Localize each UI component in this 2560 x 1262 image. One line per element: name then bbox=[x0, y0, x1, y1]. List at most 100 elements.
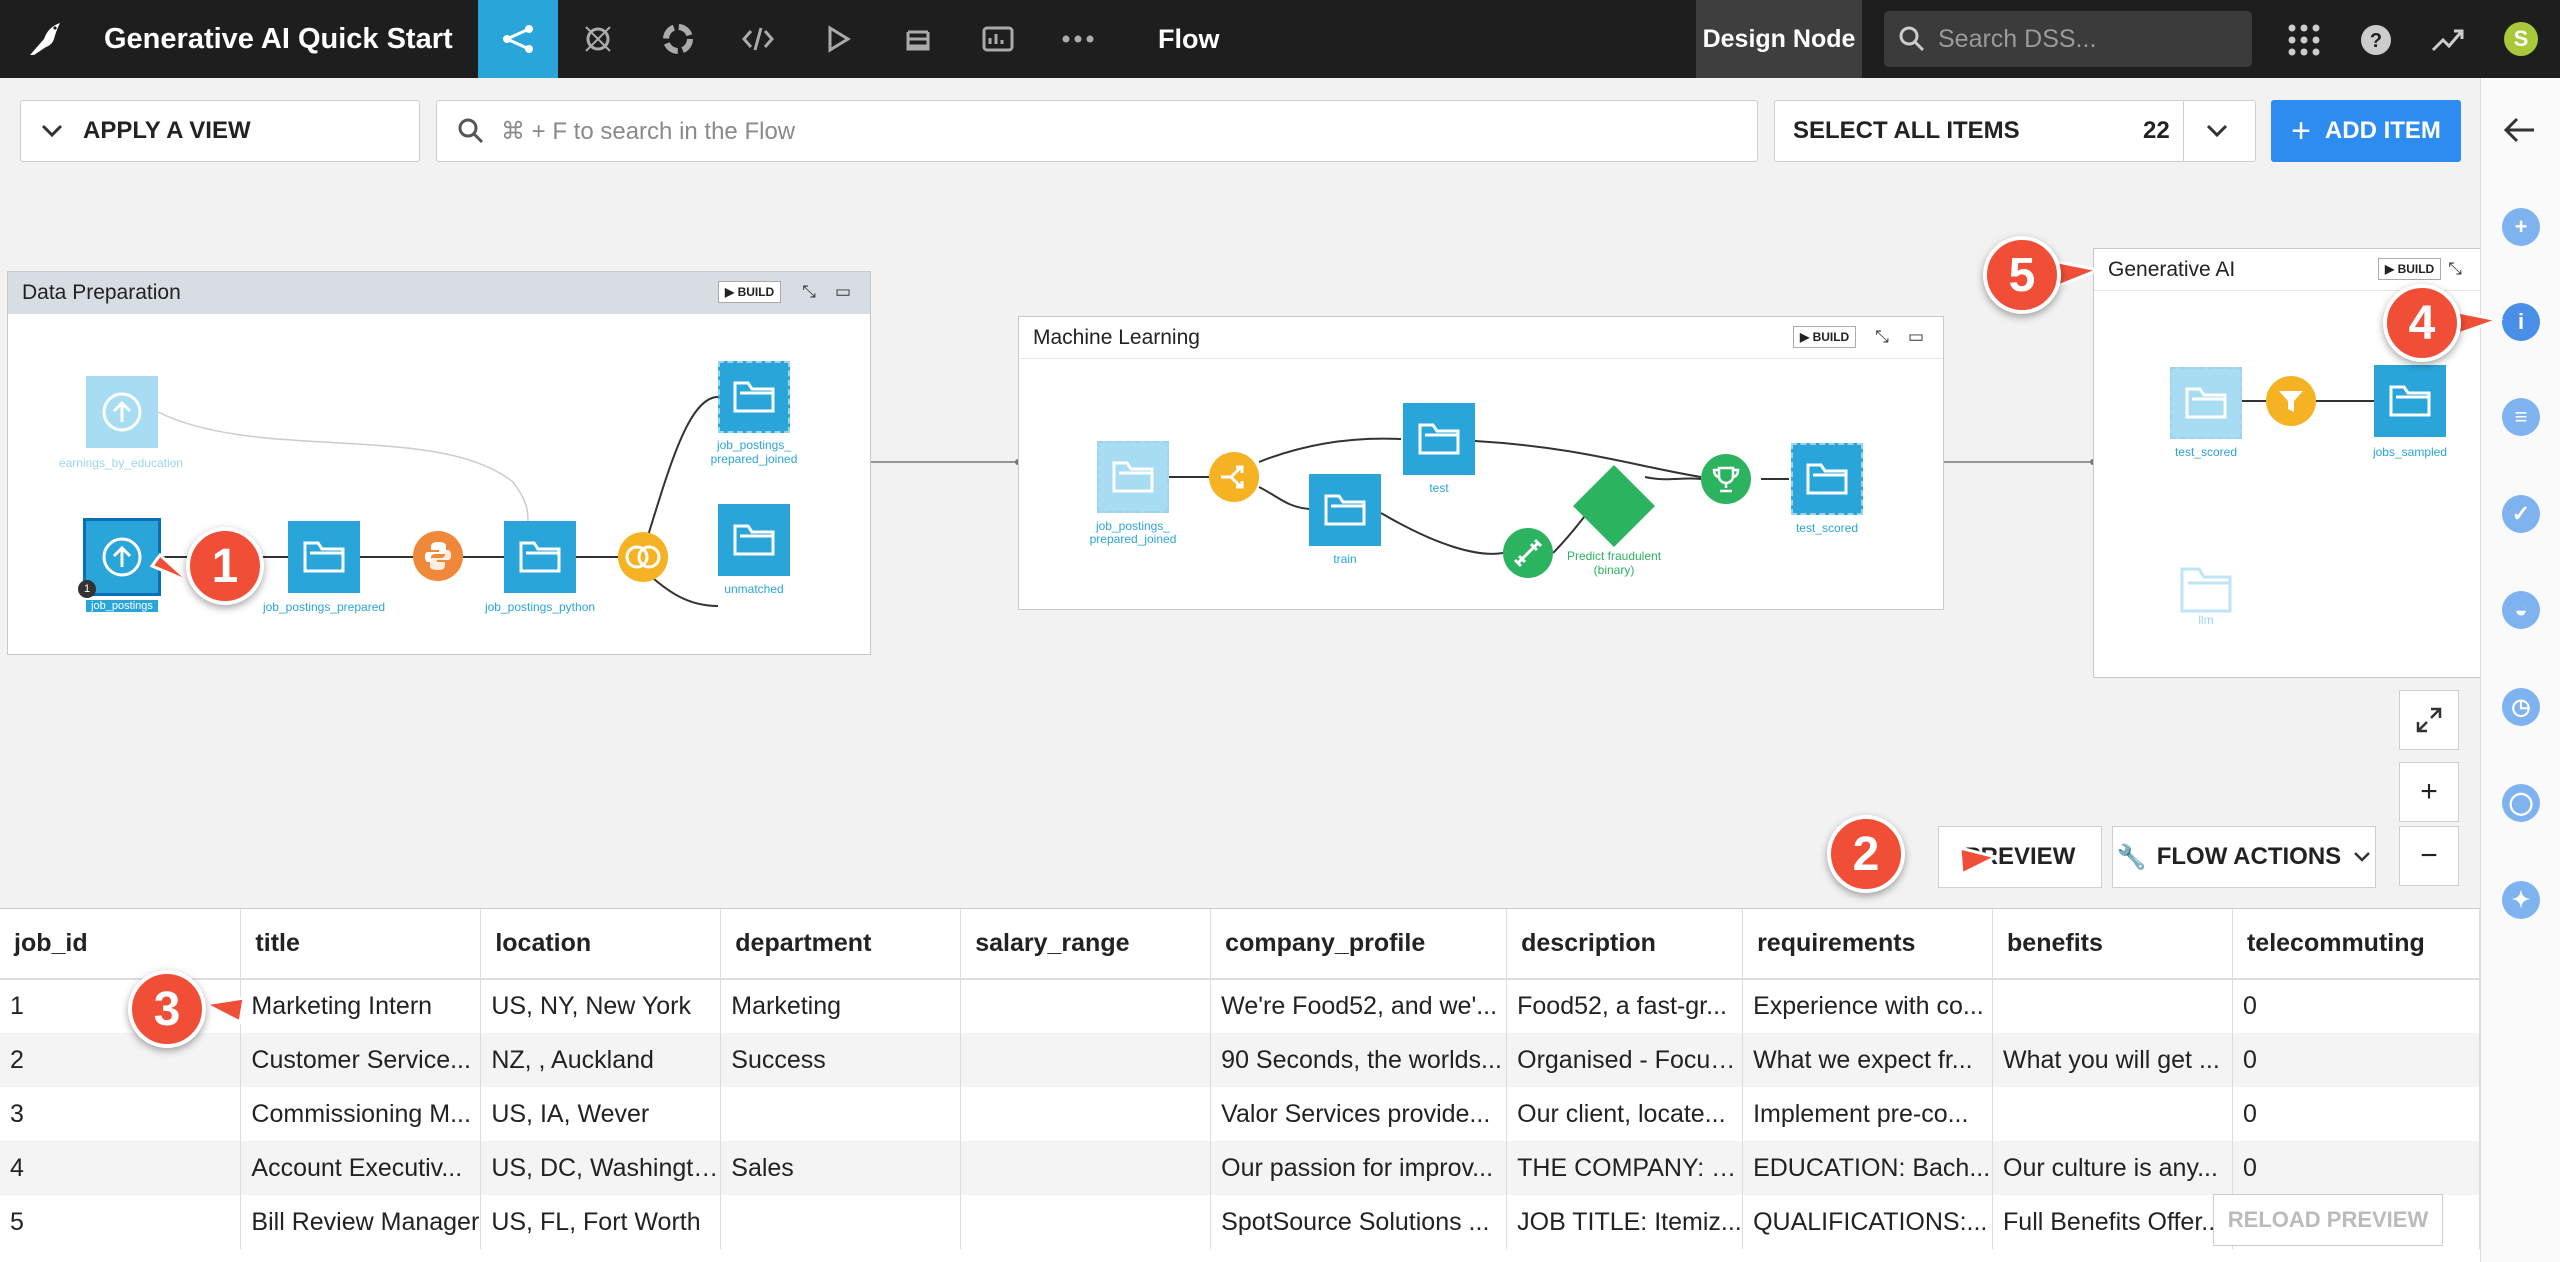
flow-actions-button[interactable]: 🔧 FLOW ACTIONS bbox=[2112, 826, 2376, 888]
ai-sparkle-icon[interactable]: ✦ bbox=[2502, 881, 2540, 919]
dataset-job-postings-prepared-joined[interactable] bbox=[1097, 441, 1169, 513]
table-cell[interactable]: Full Benefits Offer... bbox=[1992, 1195, 2233, 1249]
python-recipe-icon[interactable] bbox=[413, 531, 463, 581]
table-cell[interactable]: 0 bbox=[2232, 1141, 2481, 1195]
score-recipe-trophy-icon[interactable] bbox=[1701, 454, 1751, 504]
table-cell[interactable]: 0 bbox=[2232, 1033, 2481, 1087]
dataset-test[interactable] bbox=[1403, 403, 1475, 475]
train-recipe-icon[interactable] bbox=[1503, 528, 1553, 578]
flow-icon[interactable] bbox=[478, 0, 558, 78]
design-node-label[interactable]: Design Node bbox=[1696, 0, 1862, 78]
table-cell[interactable]: THE COMPANY: E... bbox=[1506, 1141, 1744, 1195]
table-cell[interactable]: Commissioning M... bbox=[240, 1087, 482, 1141]
maximize-icon[interactable]: ▭ bbox=[834, 282, 852, 301]
fit-screen-icon[interactable] bbox=[2399, 690, 2459, 750]
dataset-test-scored[interactable] bbox=[2170, 367, 2242, 439]
global-search-input[interactable]: Search DSS... bbox=[1884, 11, 2252, 67]
zoom-in-button[interactable]: + bbox=[2399, 762, 2459, 822]
collapse-icon[interactable]: ⤡ bbox=[1875, 327, 1889, 346]
table-cell[interactable]: Our passion for improv... bbox=[1210, 1141, 1508, 1195]
table-cell[interactable]: NZ, , Auckland bbox=[480, 1033, 722, 1087]
table-cell[interactable]: 0 bbox=[2232, 1087, 2481, 1141]
join-recipe-icon[interactable] bbox=[618, 532, 668, 582]
table-cell[interactable] bbox=[1992, 1087, 2233, 1141]
column-header[interactable]: company_profile bbox=[1210, 909, 1508, 980]
datasets-icon[interactable] bbox=[878, 0, 958, 78]
preview-button[interactable]: PREVIEW bbox=[1938, 826, 2102, 888]
table-cell[interactable] bbox=[960, 1087, 1212, 1141]
collapse-icon[interactable]: ⤡ bbox=[2448, 259, 2462, 278]
table-cell[interactable] bbox=[1992, 979, 2233, 1033]
split-recipe-icon[interactable] bbox=[1209, 452, 1259, 502]
dataset-job-postings[interactable] bbox=[83, 518, 161, 596]
dataset-earnings-by-education[interactable] bbox=[86, 376, 158, 448]
avatar[interactable]: S bbox=[2504, 22, 2538, 56]
table-cell[interactable]: 2 bbox=[0, 1033, 242, 1087]
table-cell[interactable]: What we expect fr... bbox=[1742, 1033, 1994, 1087]
deploy-icon[interactable] bbox=[638, 0, 718, 78]
arrow-left-icon[interactable] bbox=[2503, 116, 2537, 149]
dashboard-icon[interactable] bbox=[958, 0, 1038, 78]
table-cell[interactable]: US, DC, Washington bbox=[480, 1141, 722, 1195]
history-clock-icon[interactable]: ◷ bbox=[2502, 688, 2540, 726]
table-cell[interactable]: QUALIFICATIONS:... bbox=[1742, 1195, 1994, 1249]
lab-assistant-icon[interactable]: ◒ bbox=[2502, 591, 2540, 629]
table-cell[interactable]: 0 bbox=[2232, 979, 2481, 1033]
table-cell[interactable]: Valor Services provide... bbox=[1210, 1087, 1508, 1141]
activity-trend-icon[interactable] bbox=[2428, 20, 2468, 60]
table-cell[interactable]: What you will get ... bbox=[1992, 1033, 2233, 1087]
column-header[interactable]: salary_range bbox=[960, 909, 1212, 980]
more-icon[interactable] bbox=[1038, 0, 1118, 78]
table-cell[interactable] bbox=[960, 1195, 1212, 1249]
folder-llm-icon[interactable] bbox=[2170, 553, 2242, 625]
build-button[interactable]: ▶ BUILD bbox=[1793, 326, 1857, 348]
column-header[interactable]: department bbox=[720, 909, 962, 980]
column-header[interactable]: requirements bbox=[1742, 909, 1994, 980]
dataset-train[interactable] bbox=[1309, 474, 1381, 546]
table-cell[interactable] bbox=[960, 1141, 1212, 1195]
build-button[interactable]: ▶ BUILD bbox=[718, 281, 782, 303]
zone-data-preparation[interactable]: Data Preparation ▶ BUILD ⤡ ▭ earnings_by… bbox=[7, 271, 871, 655]
table-cell[interactable] bbox=[960, 1033, 1212, 1087]
table-cell[interactable]: Our culture is any... bbox=[1992, 1141, 2233, 1195]
select-all-items-button[interactable]: SELECT ALL ITEMS 22 bbox=[1774, 100, 2256, 162]
apps-grid-icon[interactable] bbox=[2284, 20, 2324, 60]
project-title[interactable]: Generative AI Quick Start bbox=[104, 22, 453, 55]
table-cell[interactable]: 90 Seconds, the worlds... bbox=[1210, 1033, 1508, 1087]
table-cell[interactable]: US, FL, Fort Worth bbox=[480, 1195, 722, 1249]
schema-list-icon[interactable]: ≡ bbox=[2502, 398, 2540, 436]
column-header[interactable]: location bbox=[480, 909, 722, 980]
zone-machine-learning[interactable]: Machine Learning ▶ BUILD ⤡ ▭ job_posting… bbox=[1018, 316, 1944, 610]
dataset-unmatched[interactable] bbox=[718, 504, 790, 576]
dataset-job-postings-python[interactable] bbox=[504, 521, 576, 593]
dataset-jobs-sampled[interactable] bbox=[2374, 365, 2446, 437]
table-cell[interactable]: Experience with co... bbox=[1742, 979, 1994, 1033]
maximize-icon[interactable]: ▭ bbox=[1907, 327, 1925, 346]
chevron-down-icon[interactable] bbox=[2183, 101, 2250, 161]
column-header[interactable]: benefits bbox=[1992, 909, 2233, 980]
discussions-icon[interactable]: ◯ bbox=[2502, 784, 2540, 822]
dataset-test-scored[interactable] bbox=[1791, 443, 1863, 515]
column-header[interactable]: job_id bbox=[0, 909, 242, 980]
table-cell[interactable]: Food52, a fast-gr... bbox=[1506, 979, 1744, 1033]
table-cell[interactable]: JOB TITLE: Itemiz... bbox=[1506, 1195, 1744, 1249]
table-cell[interactable] bbox=[720, 1195, 962, 1249]
run-icon[interactable] bbox=[798, 0, 878, 78]
column-header[interactable]: title bbox=[240, 909, 482, 980]
table-cell[interactable]: Our client, locate... bbox=[1506, 1087, 1744, 1141]
column-header[interactable]: description bbox=[1506, 909, 1744, 980]
table-cell[interactable]: Marketing Intern bbox=[240, 979, 482, 1033]
info-icon[interactable]: i bbox=[2502, 303, 2540, 341]
flow-search-input[interactable]: ⌘ + F to search in the Flow bbox=[436, 100, 1758, 162]
table-cell[interactable] bbox=[720, 1087, 962, 1141]
filter-recipe-icon[interactable] bbox=[2266, 376, 2316, 426]
code-icon[interactable] bbox=[718, 0, 798, 78]
table-cell[interactable]: EDUCATION: Bach... bbox=[1742, 1141, 1994, 1195]
dataiku-logo-icon[interactable] bbox=[0, 0, 92, 78]
build-button[interactable]: ▶ BUILD bbox=[2378, 258, 2442, 280]
table-cell[interactable]: US, IA, Wever bbox=[480, 1087, 722, 1141]
table-cell[interactable]: US, NY, New York bbox=[480, 979, 722, 1033]
